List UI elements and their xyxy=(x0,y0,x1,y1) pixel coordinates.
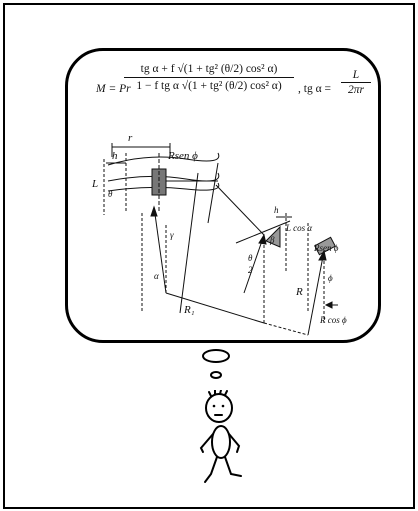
label-Rsenphi-left: Rsen ϕ xyxy=(167,150,198,162)
label-theta-half-bottom: 2 xyxy=(248,265,253,275)
label-h-left: h xyxy=(112,150,118,162)
formula-fraction: tg α + f √(1 + tg² (θ/2) cos² α) 1 − f t… xyxy=(124,63,294,92)
figure-left-leg xyxy=(204,456,218,483)
label-beta: β xyxy=(269,235,275,245)
label-gamma: γ xyxy=(170,230,174,240)
formula-denominator: 1 − f tg α √(1 + tg² (θ/2) cos² α) xyxy=(136,80,282,92)
formula-lhs: M = Pr xyxy=(96,83,131,95)
thought-bubble: M = Pr tg α + f √(1 + tg² (θ/2) cos² α) … xyxy=(65,48,381,343)
fraction-bar xyxy=(124,77,294,78)
thought-bubble-small-2 xyxy=(210,371,222,379)
figure-right-leg xyxy=(224,456,242,477)
ref-line-1 xyxy=(207,162,219,224)
label-r: r xyxy=(128,132,133,144)
tangent-denominator: 2πr xyxy=(348,84,364,96)
label-alpha: α xyxy=(154,271,159,281)
ref-line-2 xyxy=(179,172,199,314)
torque-formula: M = Pr tg α + f √(1 + tg² (θ/2) cos² α) … xyxy=(76,61,372,121)
figure-left-arm xyxy=(199,433,214,453)
stick-figure xyxy=(199,390,242,483)
tangent-numerator: L xyxy=(352,69,360,81)
label-Rsenphi-right: Rsen ϕ xyxy=(313,243,339,253)
theta-arrow xyxy=(243,234,265,294)
label-phi: ϕ xyxy=(328,273,333,283)
thought-bubble-small-1 xyxy=(202,349,230,363)
screw-thread-lower2 xyxy=(107,182,220,192)
R1-base xyxy=(165,292,265,324)
label-theta: θ xyxy=(108,189,113,199)
screw-force-diagram: r h L θ Rsen ϕ γ α R₁ θ 2 h β L cos α Rs… xyxy=(91,132,347,336)
figure-body xyxy=(211,425,231,459)
label-R1: R₁ xyxy=(183,304,195,316)
tangent-fraction: L 2πr xyxy=(341,69,371,96)
screw-thread-lower xyxy=(107,172,220,182)
formula-numerator: tg α + f √(1 + tg² (θ/2) cos² α) xyxy=(140,63,278,75)
right-block xyxy=(314,236,336,256)
figure-right-arm xyxy=(228,433,241,453)
label-R: R xyxy=(295,286,303,298)
label-Rcos-phi: R cos ϕ xyxy=(319,315,347,325)
label-h-right: h xyxy=(274,205,279,215)
thought-trail xyxy=(202,349,230,379)
label-Lcos-alpha: L cos α xyxy=(285,223,312,233)
right-nut-triangle xyxy=(265,225,281,248)
tangent-fraction-bar xyxy=(341,82,371,83)
label-L-left: L xyxy=(91,178,98,190)
panel-frame: M = Pr tg α + f √(1 + tg² (θ/2) cos² α) … xyxy=(3,3,415,509)
screw-thread-upper xyxy=(107,152,220,166)
figure-head xyxy=(205,393,233,423)
force-R1 xyxy=(153,206,167,294)
tangent-definition-lhs: , tg α = xyxy=(298,83,331,95)
force-R xyxy=(307,250,325,336)
label-theta-half-top: θ xyxy=(248,253,253,263)
